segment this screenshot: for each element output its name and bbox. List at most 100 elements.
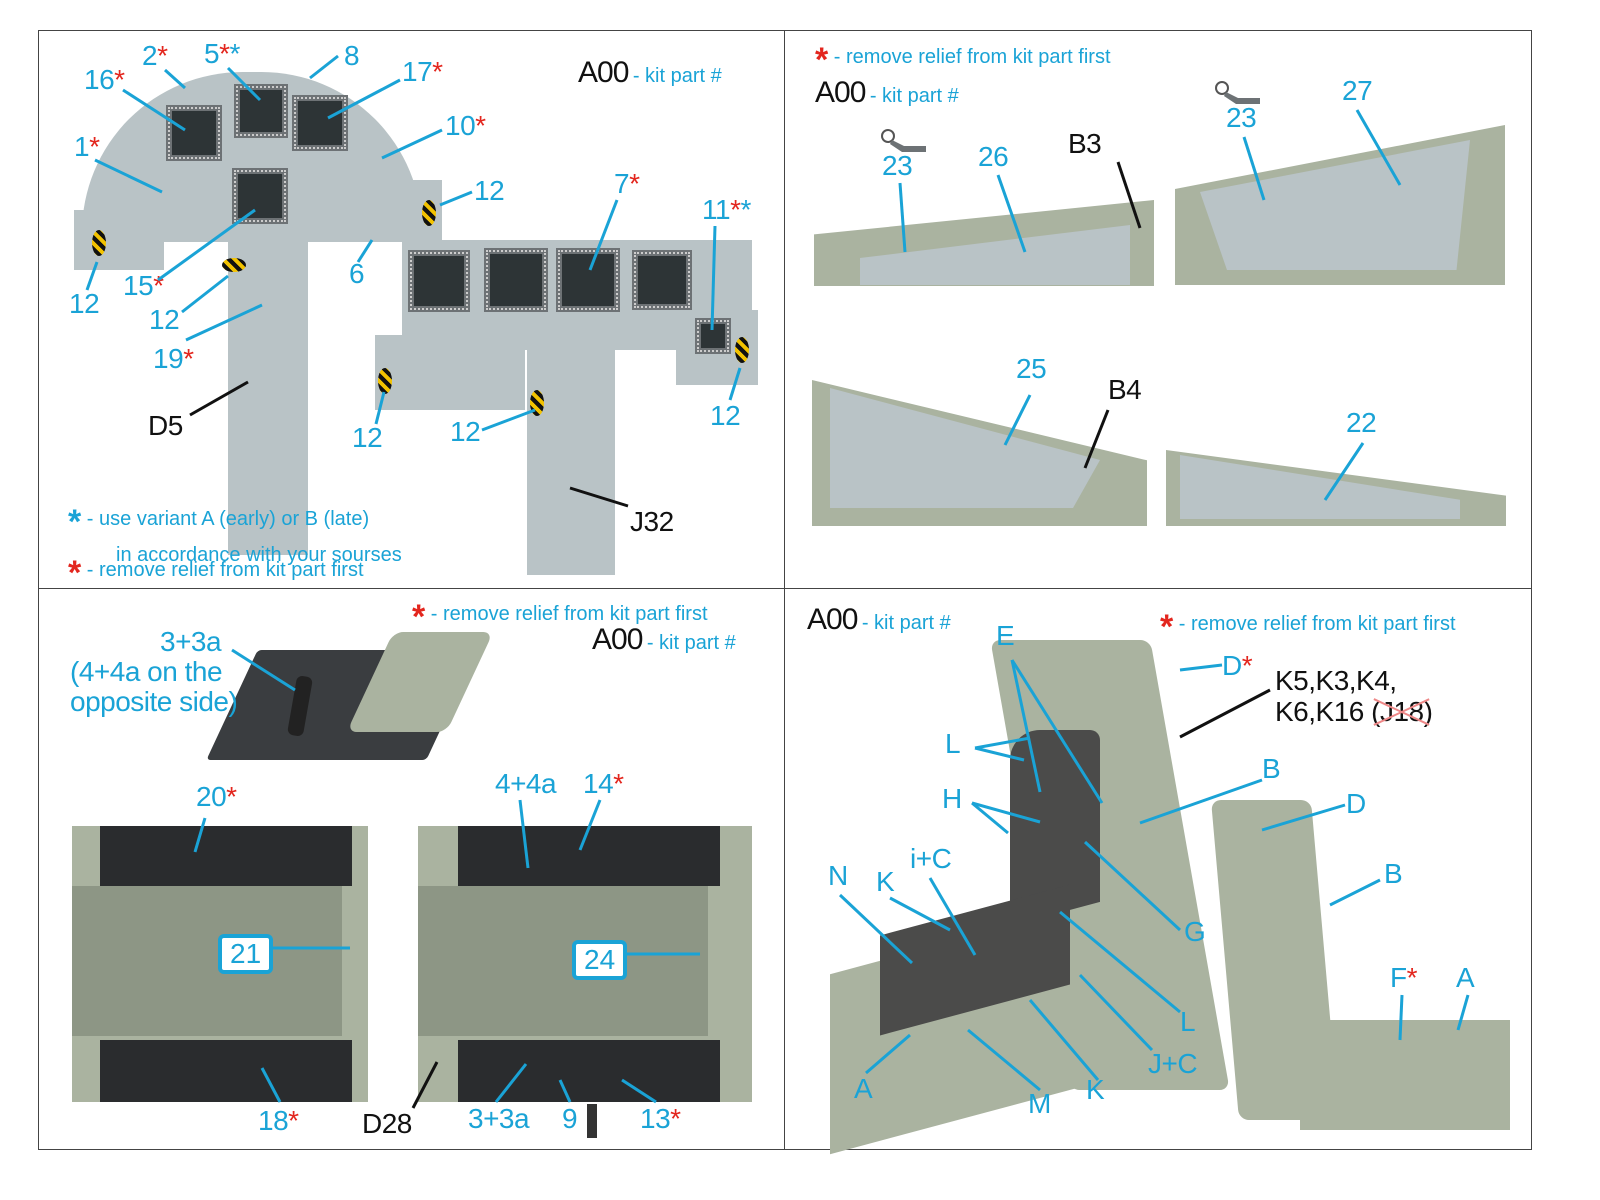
callout-m: M [1028, 1088, 1051, 1119]
callout-14: 14* [583, 768, 624, 799]
callout-4-4a: 4+4a [495, 768, 557, 799]
callout-l-upper: L [945, 728, 961, 759]
mfd-15 [232, 168, 288, 224]
callout-1: 1* [74, 131, 100, 162]
callout-i-c: i+C [910, 843, 952, 874]
throttle-handle-icon-b [1215, 81, 1260, 104]
right-console-bottom-panel [458, 1040, 720, 1102]
main-panel-left-wing [74, 210, 164, 270]
callout-3-3a: 3+3a [468, 1103, 530, 1134]
callout-5: 5** [204, 38, 240, 69]
ejection-seat-side-pan [1300, 1020, 1510, 1130]
callout-l-lower: L [1180, 1006, 1196, 1037]
callout-j-c: J+C [1148, 1048, 1198, 1079]
callout-9: 9 [562, 1103, 578, 1134]
callout-24-boxed: 24 [572, 940, 628, 980]
kit-part-legend-tl: A00 - kit part # [578, 56, 722, 90]
kit-part-legend-tr: A00 - kit part # [815, 76, 959, 109]
mfd-11 [695, 318, 731, 354]
callout-27: 27 [1342, 75, 1373, 106]
callout-20: 20* [196, 781, 237, 812]
kit-part-d5: D5 [148, 410, 183, 441]
hazard-handle-12c [422, 200, 436, 226]
callout-11: 11** [702, 194, 751, 225]
kit-part-legend-br: A00 - kit part # [807, 603, 951, 636]
kit-parts-seat: K5,K3,K4, K6,K16 (J18) [1275, 665, 1433, 727]
rear-panel-left-wing [375, 335, 525, 410]
callout-12a: 12 [69, 288, 100, 319]
callout-stick-note-2: opposite side) [70, 686, 238, 717]
callout-23b: 23 [1226, 102, 1257, 133]
kit-part-legend-bl: A00 - kit part # [592, 623, 736, 656]
vertical-divider [784, 30, 785, 1150]
callout-6: 6 [349, 258, 365, 289]
red-star-note-bl: * - remove relief from kit part first [412, 598, 708, 636]
callout-23a: 23 [882, 150, 913, 181]
callout-12d: 12 [352, 422, 383, 453]
callout-k-lower: K [1086, 1074, 1105, 1105]
left-console-bottom-panel [100, 1040, 352, 1102]
callout-n: N [828, 860, 848, 891]
callout-12e: 12 [450, 416, 481, 447]
callout-25: 25 [1016, 353, 1047, 384]
mfd-16 [166, 105, 222, 161]
callout-f: F* [1390, 962, 1418, 993]
kit-desc: - kit part # [632, 65, 722, 87]
callout-h: H [942, 783, 962, 814]
callout-a-right: A [1456, 962, 1475, 993]
callout-26: 26 [978, 141, 1009, 172]
right-console-top-panel [458, 826, 720, 886]
red-star-note-br: * - remove relief from kit part first [1160, 608, 1456, 646]
kit-part-b3: B3 [1068, 128, 1102, 159]
callout-stick-note-1: (4+4a on the [70, 656, 223, 687]
kit-part-d28: D28 [362, 1108, 412, 1139]
hazard-handle-12a [92, 230, 106, 256]
mfd-rear-4 [632, 250, 692, 310]
mfd-17 [292, 95, 348, 151]
right-console-floor [418, 886, 708, 1036]
callout-2: 2* [142, 40, 168, 71]
callout-10: 10* [445, 110, 486, 141]
hazard-handle-12f [735, 337, 749, 363]
callout-13: 13* [640, 1103, 681, 1134]
mfd-5 [234, 84, 288, 138]
kit-part-b4: B4 [1108, 374, 1142, 405]
callout-12b: 12 [149, 304, 180, 335]
kit-code: A00 [578, 56, 629, 89]
callout-21-boxed: 21 [218, 934, 274, 974]
callout-e: E [996, 620, 1015, 651]
callout-stick-3-3a: 3+3a [160, 626, 222, 657]
red-star-note-tl: * - remove relief from kit part first [68, 554, 364, 592]
struck-kit-part: (J18) [1371, 695, 1433, 727]
callout-d-star: D* [1222, 650, 1253, 681]
mfd-7 [556, 248, 620, 312]
part-9-icon [587, 1104, 597, 1138]
callout-19: 19* [153, 343, 194, 374]
callout-18: 18* [258, 1105, 299, 1136]
callout-12c: 12 [474, 175, 505, 206]
kit-part-j32: J32 [630, 506, 674, 537]
red-star-note-tr: * - remove relief from kit part first [815, 41, 1111, 79]
mfd-rear-2 [484, 248, 548, 312]
callout-17: 17* [402, 56, 443, 87]
callout-16: 16* [84, 64, 125, 95]
hazard-handle-12e [530, 390, 544, 416]
callout-7: 7* [614, 168, 640, 199]
center-console-j32 [527, 330, 615, 575]
callout-g: G [1184, 916, 1206, 947]
callout-15: 15* [123, 270, 164, 301]
hazard-handle-12b [222, 258, 246, 272]
callout-a-left: A [854, 1073, 873, 1104]
blue-star-note: * - use variant A (early) or B (late) in… [68, 503, 402, 566]
throttle-handle-icon-a [881, 129, 926, 152]
horizontal-divider [38, 588, 1532, 589]
left-console-top-panel [100, 826, 352, 886]
callout-8: 8 [344, 40, 360, 71]
callout-b-side: B [1384, 858, 1403, 889]
callout-k-upper: K [876, 866, 895, 897]
callout-b-upper: B [1262, 753, 1281, 784]
callout-22: 22 [1346, 407, 1377, 438]
hazard-handle-12d [378, 368, 392, 394]
callout-12f: 12 [710, 400, 741, 431]
instruction-sheet-frame [38, 30, 1532, 1150]
